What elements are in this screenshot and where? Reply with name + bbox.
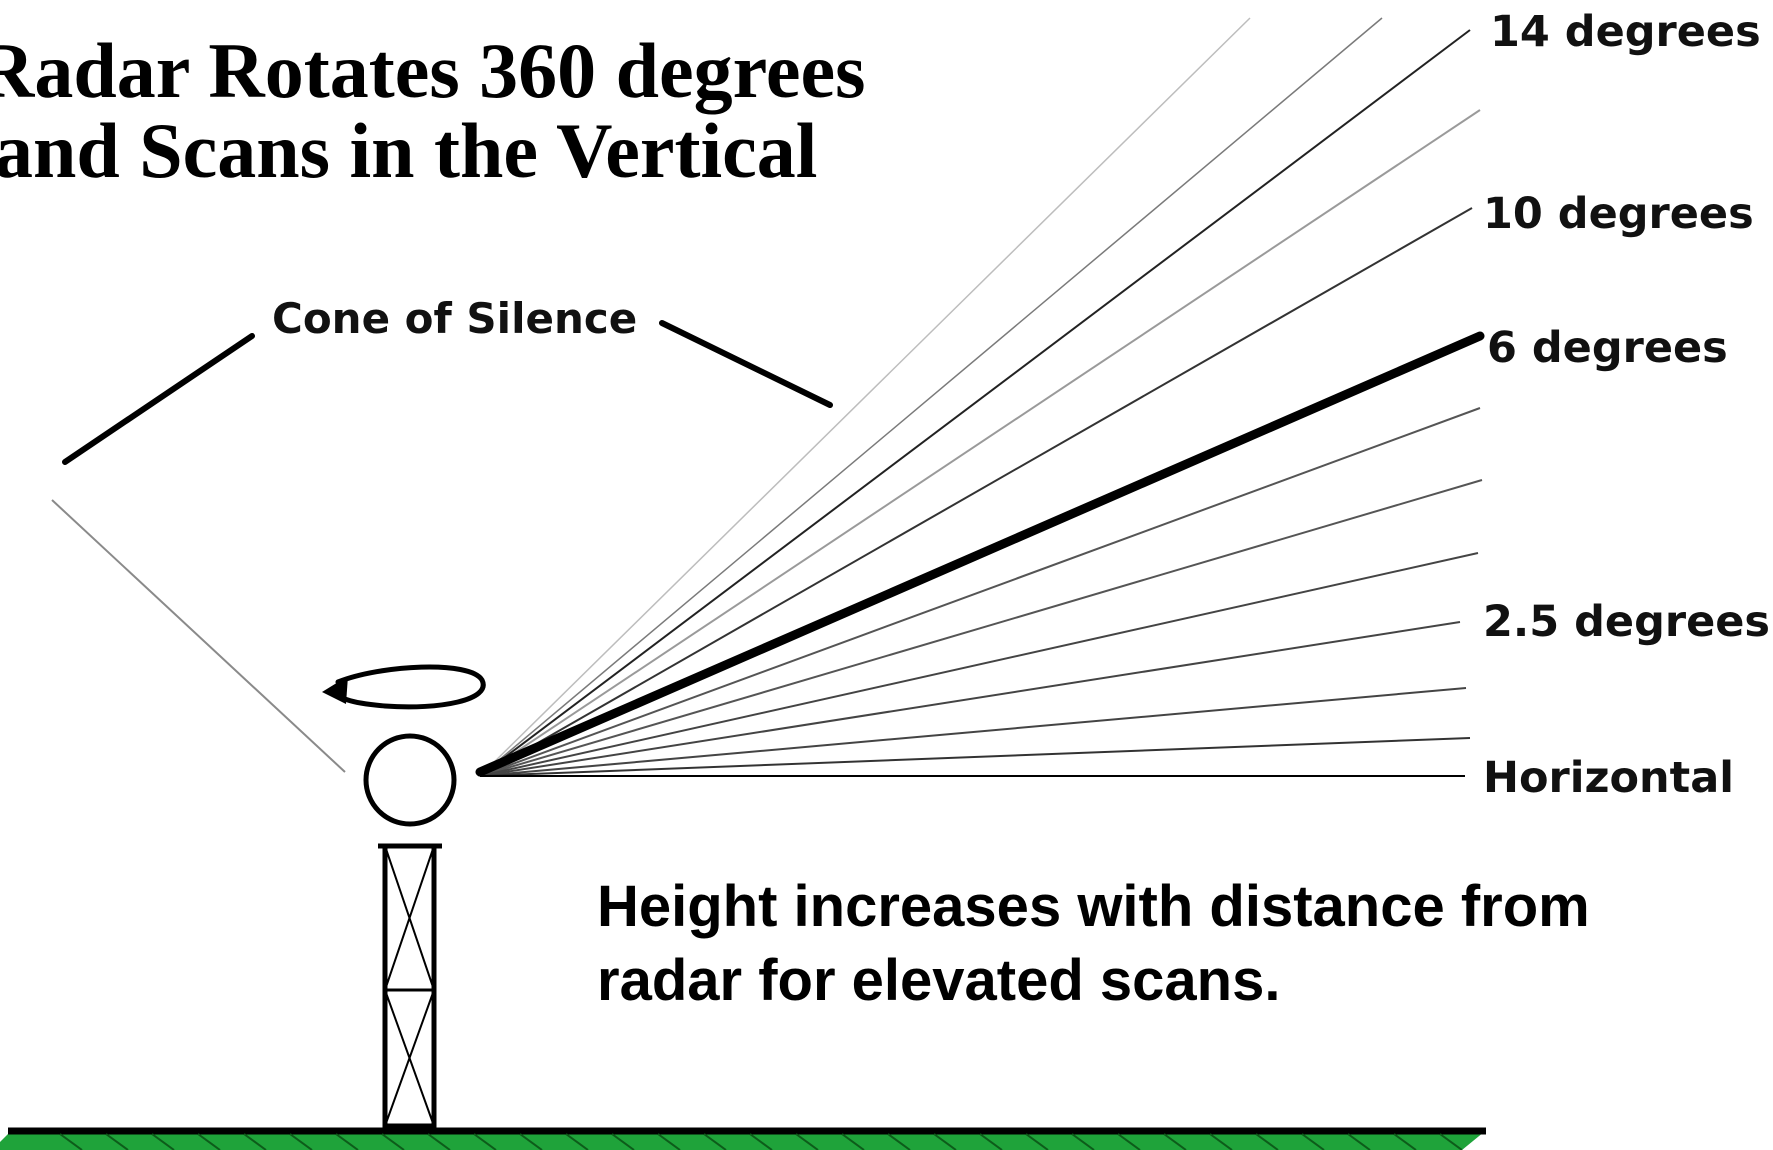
ground-hatch-mark — [1163, 1133, 1187, 1150]
title-line-1: Radar Rotates 360 degrees — [0, 27, 865, 114]
ground-hatch-mark — [335, 1133, 359, 1150]
scan-beam-line — [479, 687, 1467, 777]
cone-of-silence-label: Cone of Silence — [272, 294, 637, 343]
ground-hatch-mark — [59, 1133, 83, 1150]
ground-hatch-mark — [473, 1133, 497, 1150]
ground-hatch-mark — [565, 1133, 589, 1150]
scan-beam-line — [479, 621, 1461, 777]
ground-hatch-mark — [1255, 1133, 1279, 1150]
ground-hatch-mark — [197, 1133, 221, 1150]
ground-hatch-mark — [1347, 1133, 1371, 1150]
ground-hatch-mark — [1071, 1133, 1095, 1150]
title-line-2: and Scans in the Vertical — [0, 107, 817, 194]
caption-line-1: Height increases with distance from — [597, 874, 1590, 939]
scan-beam-line — [479, 737, 1471, 777]
ground — [0, 1127, 1486, 1150]
ground-hatch-mark — [795, 1133, 819, 1150]
ground-hatch-mark — [1301, 1133, 1325, 1150]
radar-tower — [378, 843, 442, 1129]
scan-beams — [479, 17, 1483, 777]
label-2-5-degrees: 2.5 degrees — [1483, 597, 1770, 647]
ground-hatch-mark — [289, 1133, 313, 1150]
ground-hatch-mark — [1025, 1133, 1049, 1150]
scan-beam-line — [479, 17, 1383, 777]
beam-6-degrees — [475, 331, 1485, 777]
ground-hatch-mark — [1393, 1133, 1417, 1150]
label-horizontal: Horizontal — [1483, 753, 1734, 803]
ground-hatch-mark — [749, 1133, 773, 1150]
ground-hatch-mark — [979, 1133, 1003, 1150]
cone-boundary-line — [51, 499, 346, 773]
label-10-degrees: 10 degrees — [1483, 189, 1754, 239]
cone-callout-left — [62, 333, 255, 465]
caption-line-2: radar for elevated scans. — [597, 948, 1280, 1013]
scan-beam-line — [479, 552, 1479, 777]
ground-hatch-mark — [611, 1133, 635, 1150]
scan-beam-line — [479, 479, 1483, 777]
ground-hatch-mark — [105, 1133, 129, 1150]
ground-hatch-mark — [151, 1133, 175, 1150]
ground-hatch-mark — [703, 1133, 727, 1150]
rotation-arrow-icon — [322, 664, 486, 710]
ground-hatch-mark — [1117, 1133, 1141, 1150]
ground-hatch-mark — [1439, 1133, 1463, 1150]
ground-hatch-mark — [841, 1133, 865, 1150]
scan-beam-line — [479, 407, 1481, 777]
label-14-degrees: 14 degrees — [1490, 7, 1761, 57]
ground-hatch-mark — [933, 1133, 957, 1150]
cone-callout-right — [659, 320, 833, 408]
scan-beam-line — [479, 207, 1473, 777]
scan-beam-line — [479, 17, 1251, 777]
scan-beam-line — [479, 109, 1481, 777]
radar-dome — [363, 733, 457, 827]
ground-hatch-mark — [427, 1133, 451, 1150]
ground-hatch-mark — [1209, 1133, 1233, 1150]
scan-beam-line — [479, 29, 1471, 777]
ground-hatch-mark — [243, 1133, 267, 1150]
ground-hatch-mark — [381, 1133, 405, 1150]
ground-hatch-mark — [519, 1133, 543, 1150]
ground-hatch-mark — [887, 1133, 911, 1150]
ground-hatch-mark — [657, 1133, 681, 1150]
label-6-degrees: 6 degrees — [1487, 323, 1728, 373]
